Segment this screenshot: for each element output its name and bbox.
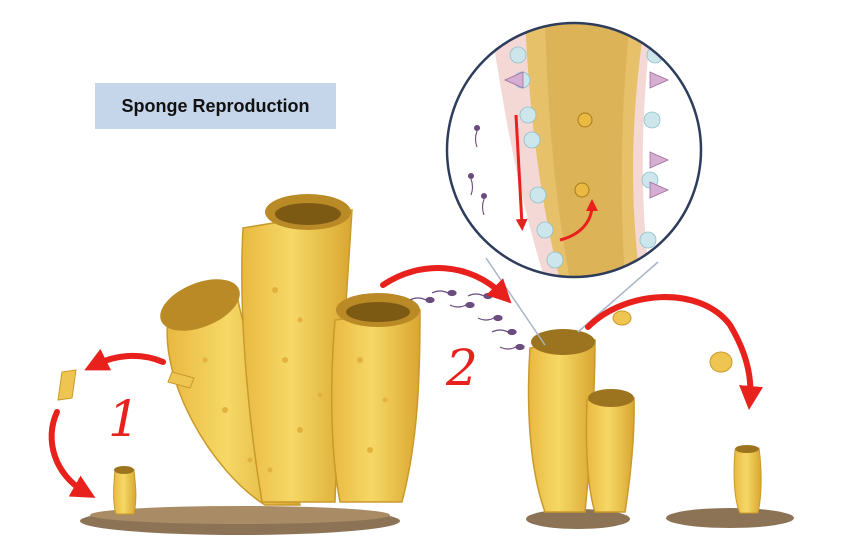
ground-middle (526, 509, 630, 529)
arrow-sperm-release (380, 265, 512, 304)
sponge-young-right (733, 445, 762, 514)
step-2-label: 2 (446, 339, 478, 397)
ground-right (666, 508, 794, 528)
sponge-cluster-large (160, 194, 421, 506)
process-arrows (48, 265, 763, 498)
title-box: Sponge Reproduction (95, 83, 336, 129)
sponge-bud-attached (113, 466, 137, 515)
arrow-bud-settle (48, 409, 96, 498)
arrow-larva-settle (585, 294, 763, 410)
sponge-pair-middle (527, 329, 635, 513)
magnified-lens (445, 21, 703, 279)
arrow-bud-release (84, 348, 166, 371)
sponge-bud-stub (167, 371, 195, 389)
step-1-label: 1 (108, 390, 140, 448)
diagram-title: Sponge Reproduction (121, 95, 310, 116)
larva-top (612, 310, 632, 326)
larva-middle (709, 351, 733, 373)
sperm-group (409, 289, 525, 351)
ground-left (80, 506, 400, 535)
sponge-bud-detached (57, 369, 77, 401)
